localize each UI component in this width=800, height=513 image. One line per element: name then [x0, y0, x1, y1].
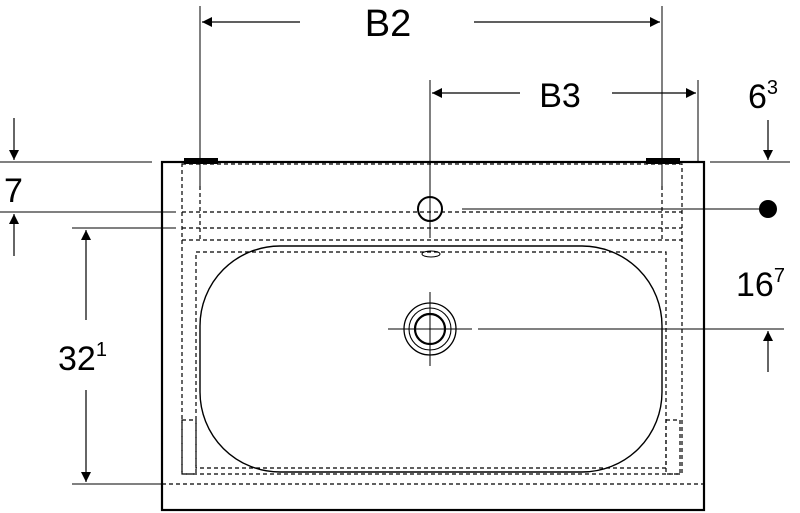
bowl-outline — [199, 245, 663, 473]
depth-label: 321 — [58, 339, 107, 378]
offset-left-label: 7 — [4, 172, 23, 210]
hidden-lines — [162, 163, 704, 485]
mounting-tab-left — [184, 158, 218, 164]
tap-hole — [417, 185, 443, 238]
offset-right-sup: 3 — [767, 77, 778, 99]
tap-to-drain-main: 16 — [736, 266, 774, 304]
tap-to-drain-sup: 7 — [774, 265, 785, 287]
corner-detail-right — [665, 419, 681, 475]
corner-detail-left — [181, 419, 197, 475]
offset-right-label: 63 — [748, 77, 778, 116]
b2-label: B2 — [365, 3, 411, 45]
basin-outline — [160, 160, 706, 512]
outer-hidden-rect — [181, 163, 683, 475]
b3-label: B3 — [539, 77, 581, 115]
depth-sup: 1 — [96, 339, 107, 361]
tap-axis-reference-dot — [759, 200, 777, 218]
depth-main: 32 — [58, 340, 96, 378]
tap-to-drain-label: 167 — [736, 265, 785, 304]
bowl-hidden-rect — [195, 251, 667, 469]
offset-right-main: 6 — [748, 78, 767, 116]
overflow-slot — [421, 250, 441, 258]
drain — [388, 292, 472, 366]
mounting-tab-right — [646, 158, 680, 164]
extension-lines — [0, 6, 790, 485]
